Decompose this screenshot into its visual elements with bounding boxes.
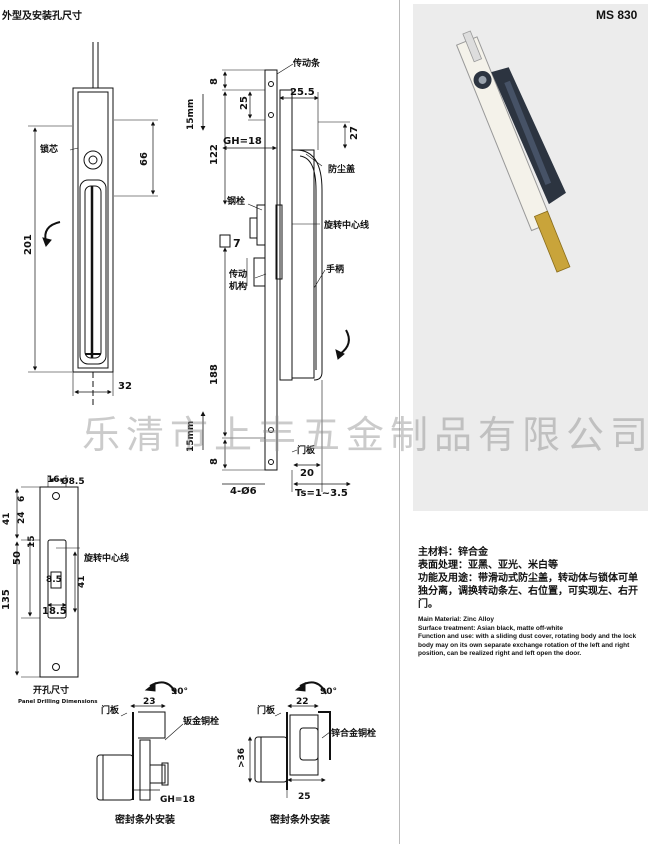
dim-122: 122 xyxy=(209,144,220,165)
label-panel-drilling-en: Panel Drilling Dimensions xyxy=(18,699,98,705)
separator-line xyxy=(399,0,400,844)
spec-en-surface: Surface treatment: Asian black, matte of… xyxy=(418,624,563,632)
dim-16: 16 xyxy=(47,475,60,485)
front-view xyxy=(28,42,158,405)
dim-27: 27 xyxy=(349,126,360,140)
label-handle: 手柄 xyxy=(326,263,344,275)
dim-66: 66 xyxy=(139,152,150,166)
label-mechanism-1: 传动 xyxy=(228,268,247,280)
dim-41-top: 41 xyxy=(2,512,12,525)
dim-25: 25 xyxy=(239,96,250,110)
model-code: MS 830 xyxy=(596,8,638,22)
spec-cn-surface: 表面处理：亚黑、亚光、米白等 xyxy=(418,560,558,571)
label-rotation-center: 旋转中心线 xyxy=(323,219,369,231)
company-watermark: 乐清市上丰五金制品有限公司 xyxy=(82,413,648,457)
dim-23: 23 xyxy=(143,697,156,707)
dim-gh18-b: GH=18 xyxy=(160,795,195,805)
dim-6: 6 xyxy=(17,496,27,502)
label-transmission-bar: 传动条 xyxy=(292,57,321,69)
dim-32: 32 xyxy=(118,381,132,392)
label-panel-drilling-cn: 开孔尺寸 xyxy=(33,684,69,696)
side-view xyxy=(200,63,351,492)
spec-en-block: Main Material: Zinc Alloy Surface treatm… xyxy=(418,616,644,659)
dim-4-phi6: 4-Ø6 xyxy=(230,485,257,497)
spec-cn-function: 功能及用途：带滑动式防尘盖，转动体与锁体可单独分离，调换转动条左、右位置，可实现… xyxy=(418,573,638,610)
dim-phi8-5-top: Ø8.5 xyxy=(61,476,85,487)
dim-201: 201 xyxy=(23,234,34,255)
label-dust-cover: 防尘盖 xyxy=(328,163,355,175)
dim-gh18: GH=18 xyxy=(223,136,262,147)
spec-en-function: Function and use: with a sliding dust co… xyxy=(418,633,637,658)
label-door-right: 门板 xyxy=(257,704,276,716)
label-mechanism-2: 机构 xyxy=(229,280,247,292)
dim-188: 188 xyxy=(209,364,220,385)
dim-8-5-mid: 8.5 xyxy=(46,575,62,585)
label-zinc-pin: 锌合金铜栓 xyxy=(331,727,376,739)
label-latch-pin: 钢栓 xyxy=(227,195,245,207)
dim-36: >36 xyxy=(237,748,247,768)
dim-25-b: 25 xyxy=(298,792,311,802)
spec-cn-block: 主材料：锌合金 表面处理：亚黑、亚光、米白等 功能及用途：带滑动式防尘盖，转动体… xyxy=(418,546,644,611)
dim-7: 7 xyxy=(233,237,241,250)
label-lock-core: 锁芯 xyxy=(40,143,58,155)
spec-cn-material: 主材料：锌合金 xyxy=(418,547,488,558)
product-photo xyxy=(455,30,571,273)
drawing-title: 外型及安装孔尺寸 xyxy=(1,9,82,22)
angle-90-right: 90° xyxy=(320,687,337,697)
product-photo-panel xyxy=(413,4,648,511)
spec-en-material: Main Material: Zinc Alloy xyxy=(418,616,494,623)
label-door-left: 门板 xyxy=(101,704,120,716)
dim-15mm-top: 15mm xyxy=(186,99,196,130)
label-door-panel: 门板 xyxy=(297,444,316,456)
install-right xyxy=(247,681,331,798)
dim-25-5: 25.5 xyxy=(290,87,315,98)
dim-22: 22 xyxy=(296,697,309,707)
dim-18-5: 18.5 xyxy=(42,606,67,617)
panel-drilling xyxy=(14,475,80,678)
label-seal-install-right: 密封条外安装 xyxy=(270,813,330,826)
dim-135: 135 xyxy=(1,589,12,610)
dim-8-bot: 8 xyxy=(209,458,220,465)
dim-ts: Ts=1~3.5 xyxy=(295,488,348,499)
dim-50: 50 xyxy=(12,551,23,565)
label-seal-install-left: 密封条外安装 xyxy=(115,813,175,826)
dim-15mm-bot: 15mm xyxy=(186,421,196,452)
label-sheet-pin: 钣金铜栓 xyxy=(183,715,219,727)
dim-41-side: 41 xyxy=(77,575,87,588)
dim-15: 15 xyxy=(27,535,37,548)
dim-24: 24 xyxy=(17,511,27,524)
label-rotation-center-2: 旋转中心线 xyxy=(83,552,129,564)
install-left xyxy=(96,681,184,801)
angle-90-left: 90° xyxy=(171,687,188,697)
dim-20: 20 xyxy=(300,468,314,479)
dim-8-top: 8 xyxy=(209,78,220,85)
